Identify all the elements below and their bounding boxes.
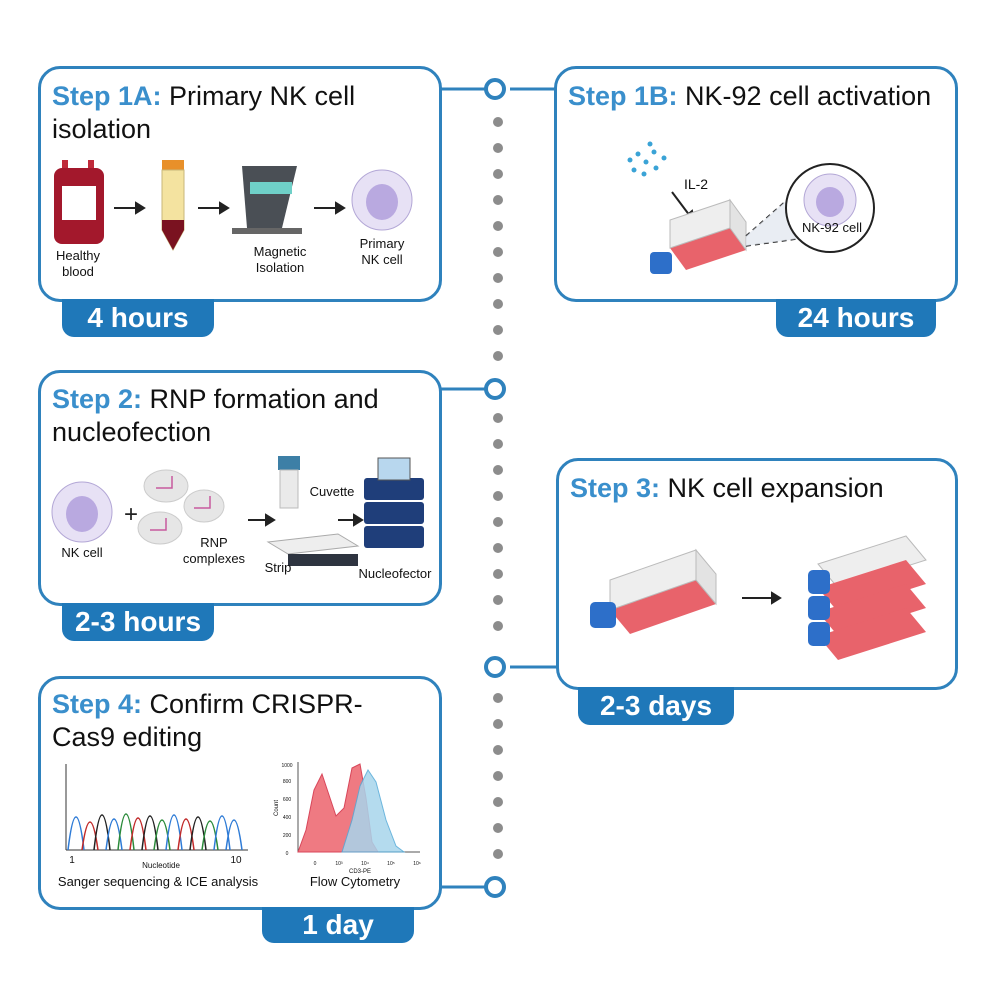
centrifuge-tube-icon (161, 160, 185, 252)
label-nucleofector: Nucleofector (358, 566, 432, 581)
step-1a-title: Step 1A: Primary NK cell isolation (52, 81, 356, 144)
axis-tick-1: 1 (69, 855, 75, 866)
label-sanger: Sanger sequencing & ICE analysis (57, 874, 259, 889)
axis-tick-10: 10 (230, 855, 242, 866)
x-tick-0: 0 (313, 861, 317, 867)
step-1b-card (554, 66, 958, 302)
step-1b-illustration (627, 141, 875, 274)
step-2-duration-badge: 2-3 hours (62, 603, 214, 641)
step-4-title: Step 4: Confirm CRISPR-Cas9 editing (52, 689, 363, 752)
step-4-duration-badge: 1 day (262, 907, 414, 943)
il-2-dots-icon (627, 141, 667, 177)
primary-nk-cell-icon (351, 169, 413, 231)
timeline-dots (493, 117, 503, 859)
x-tick-1e4: 10⁴ (361, 861, 369, 867)
label-magnetic-isolation: Magnetic Isolation (253, 244, 307, 275)
label-cuvette: Cuvette (309, 484, 355, 499)
timeline-node-4 (484, 876, 506, 898)
x-tick-1e3: 10³ (335, 861, 343, 867)
rnp-complex-icon (137, 469, 225, 545)
magnetic-separator-icon (232, 166, 302, 234)
label-strip: Strip (264, 560, 292, 575)
stacked-flasks-icon (808, 535, 927, 660)
single-flask-icon (590, 548, 717, 634)
nk-cell-icon (51, 481, 113, 543)
step-1b-title: Step 1B: NK-92 cell activation (568, 81, 932, 111)
step-2-illustration: + (51, 456, 424, 566)
x-tick-1e6: 10⁶ (413, 861, 421, 867)
label-primary-nk-cell: Primary NK cell (359, 236, 405, 267)
step-3-duration-badge: 2-3 days (578, 687, 734, 725)
timeline-node-3 (484, 656, 506, 678)
y-tick-1000: 1000 (281, 763, 293, 769)
step-1a-illustration (54, 160, 413, 252)
svg-text:+: + (124, 501, 138, 528)
step-1b-duration-badge: 24 hours (776, 299, 936, 337)
blood-bag-icon (54, 160, 104, 244)
label-rnp-complexes: RNP complexes (182, 535, 246, 566)
step-1a-duration-badge: 4 hours (62, 299, 214, 337)
label-flow-cytometry: Flow Cytometry (309, 874, 401, 889)
label-il-2: IL-2 (683, 176, 709, 192)
timeline-node-2 (484, 378, 506, 400)
y-tick-0: 0 (285, 851, 289, 857)
axis-label-count: Count (274, 800, 280, 817)
axis-label-cd3-pe: CD3-PE (348, 869, 371, 875)
y-tick-800: 800 (282, 779, 292, 785)
step-2-title: Step 2: RNP formation and nucleofection (52, 384, 379, 447)
step-3-illustration (590, 535, 927, 660)
label-nk-cell: NK cell (61, 545, 103, 560)
flow-cytometry-histogram-icon (297, 762, 420, 853)
y-tick-400: 400 (282, 815, 292, 821)
step-3-title: Step 3: NK cell expansion (570, 473, 884, 503)
strip-icon (266, 533, 360, 566)
timeline-node-1 (484, 78, 506, 100)
cuvette-icon (278, 456, 300, 509)
culture-flask-icon (650, 198, 747, 274)
nk-92-cell-icon (785, 163, 875, 253)
nucleofector-icon (364, 457, 424, 548)
sanger-chromatogram-icon (65, 764, 248, 851)
x-tick-1e5: 10⁵ (387, 861, 395, 867)
label-nk-92-cell: NK-92 cell (802, 220, 862, 235)
axis-label-nucleotide: Nucleotide (142, 861, 180, 870)
y-tick-600: 600 (282, 797, 292, 803)
label-healthy-blood: Healthy blood (55, 248, 101, 279)
y-tick-200: 200 (282, 833, 292, 839)
